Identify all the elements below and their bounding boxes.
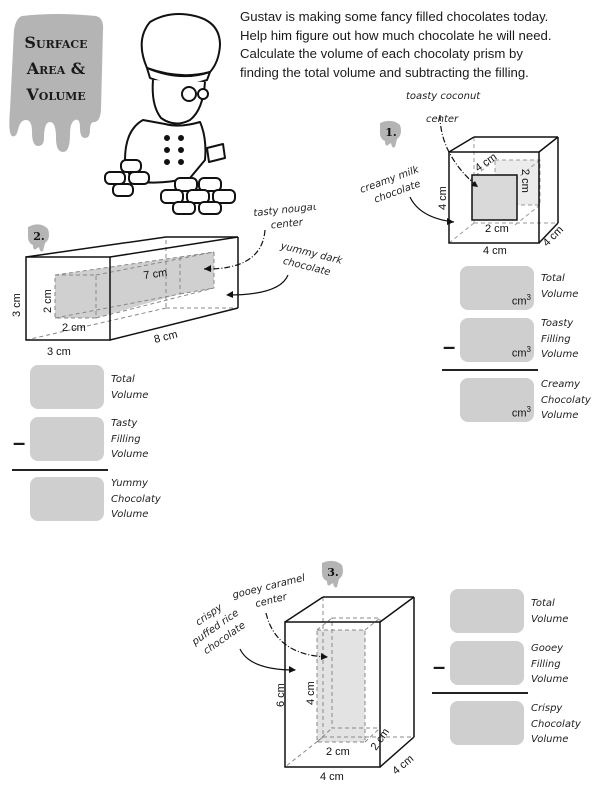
drip-shape xyxy=(9,14,104,152)
problem-2-filling-volume-box[interactable] xyxy=(30,417,104,461)
minus-sign: – xyxy=(433,654,446,679)
problem-3-filling-label: gooey caramel center xyxy=(231,572,312,615)
problem-1-outer-cube xyxy=(448,136,559,244)
problem-2-prism-diagram: 2. 7 cm 2 cm 2 cm 3 cm 3 cm 8 cm tasty n… xyxy=(11,205,345,358)
problem-1-number: 1. xyxy=(385,126,396,139)
problem-3-inner-width: 2 cm xyxy=(326,746,350,758)
title-line-2: Area & xyxy=(26,59,86,78)
problem-1-badge xyxy=(380,120,401,148)
problem-1-chocolate-volume-box[interactable]: cm3 xyxy=(460,378,534,422)
problem-2-outer-width: 3 cm xyxy=(47,346,71,358)
subtraction-line xyxy=(432,692,528,694)
problem-3-number: 3. xyxy=(327,566,338,579)
problem-2-outer-label: yummy dark chocolate xyxy=(275,241,345,282)
problem-1-filling-label: toasty coconut center xyxy=(406,91,483,125)
subtraction-line xyxy=(442,369,538,371)
problem-2-outer-prism xyxy=(25,236,239,341)
problem-2-total-volume-box[interactable] xyxy=(30,365,104,409)
problem-3-outer-depth: 4 cm xyxy=(390,753,416,778)
problem-2-inner-length: 7 cm xyxy=(143,267,168,282)
problem-1-outer-height: 4 cm xyxy=(437,186,449,210)
problem-2-badge xyxy=(28,224,49,252)
problem-1-inner-height: 2 cm xyxy=(519,169,531,193)
problem-3-outer-prism xyxy=(284,596,415,768)
problem-2-chocolate-volume-box[interactable] xyxy=(30,477,104,521)
chocolate-pieces xyxy=(104,159,236,215)
title-drip-badge: Surface Area & Volume xyxy=(9,14,104,152)
problem-2-number: 2. xyxy=(33,230,44,243)
problem-2-outer-length: 8 cm xyxy=(153,328,179,345)
problem-3-outer-width: 4 cm xyxy=(320,771,344,783)
instructions-line: finding the total volume and subtracting… xyxy=(240,64,529,80)
instructions-line: Calculate the volume of each chocolaty p… xyxy=(240,46,523,61)
problem-1-filling-volume-box[interactable]: cm3 xyxy=(460,318,534,362)
problem-1-inner-width: 2 cm xyxy=(485,223,509,235)
problem-1-total-volume-box[interactable]: cm3 xyxy=(460,266,534,310)
problem-3-badge xyxy=(322,560,343,588)
problem-3-chocolate-volume-box[interactable] xyxy=(450,701,524,745)
problem-1-outer-width: 4 cm xyxy=(483,245,507,255)
instructions-line: Help him figure out how much chocolate h… xyxy=(240,27,552,43)
problem-3-outer-height: 6 cm xyxy=(275,683,287,707)
chef-face xyxy=(151,79,206,125)
chef-illustration xyxy=(104,13,236,215)
unit-label: cm3 xyxy=(511,405,531,420)
problem-2-filling-label: tasty nougat center xyxy=(253,205,322,233)
problem-3-inner-height: 4 cm xyxy=(305,681,317,705)
unit-label: cm3 xyxy=(511,345,531,360)
problem-2-filling xyxy=(55,252,214,318)
problem-1-cube-diagram: 1. 4 cm 2 cm 2 cm 4 cm 4 cm 4 cm toasty … xyxy=(359,91,566,255)
problem-2-inner-width: 2 cm xyxy=(62,322,86,334)
chef-hat xyxy=(140,13,221,77)
minus-sign: – xyxy=(13,430,26,455)
problem-2-outer-height: 3 cm xyxy=(11,293,23,317)
problem-3-filling-volume-box[interactable] xyxy=(450,641,524,685)
problem-1-outer-label: creamy milk chocolate xyxy=(359,163,429,209)
title-line-1: Surface xyxy=(24,33,87,52)
instructions-line: Gustav is making some fancy filled choco… xyxy=(240,9,549,24)
problem-1-outer-depth: 4 cm xyxy=(541,224,566,249)
unit-label: cm3 xyxy=(511,293,531,308)
subtraction-line xyxy=(12,469,108,471)
problem-3-inner-depth: 2 cm xyxy=(369,726,393,752)
minus-sign: – xyxy=(443,334,456,359)
instructions-text: Gustav is making some fancy filled choco… xyxy=(240,8,600,82)
problem-3-total-volume-box[interactable] xyxy=(450,589,524,633)
problem-1-filling xyxy=(471,174,518,221)
problem-2-inner-height: 2 cm xyxy=(42,289,54,313)
problem-3-filling xyxy=(317,630,365,742)
title-line-3: Volume xyxy=(25,85,85,104)
problem-3-prism-diagram: 3. 4 cm 2 cm 2 cm 6 cm 4 cm 4 cm gooey c… xyxy=(190,560,416,783)
